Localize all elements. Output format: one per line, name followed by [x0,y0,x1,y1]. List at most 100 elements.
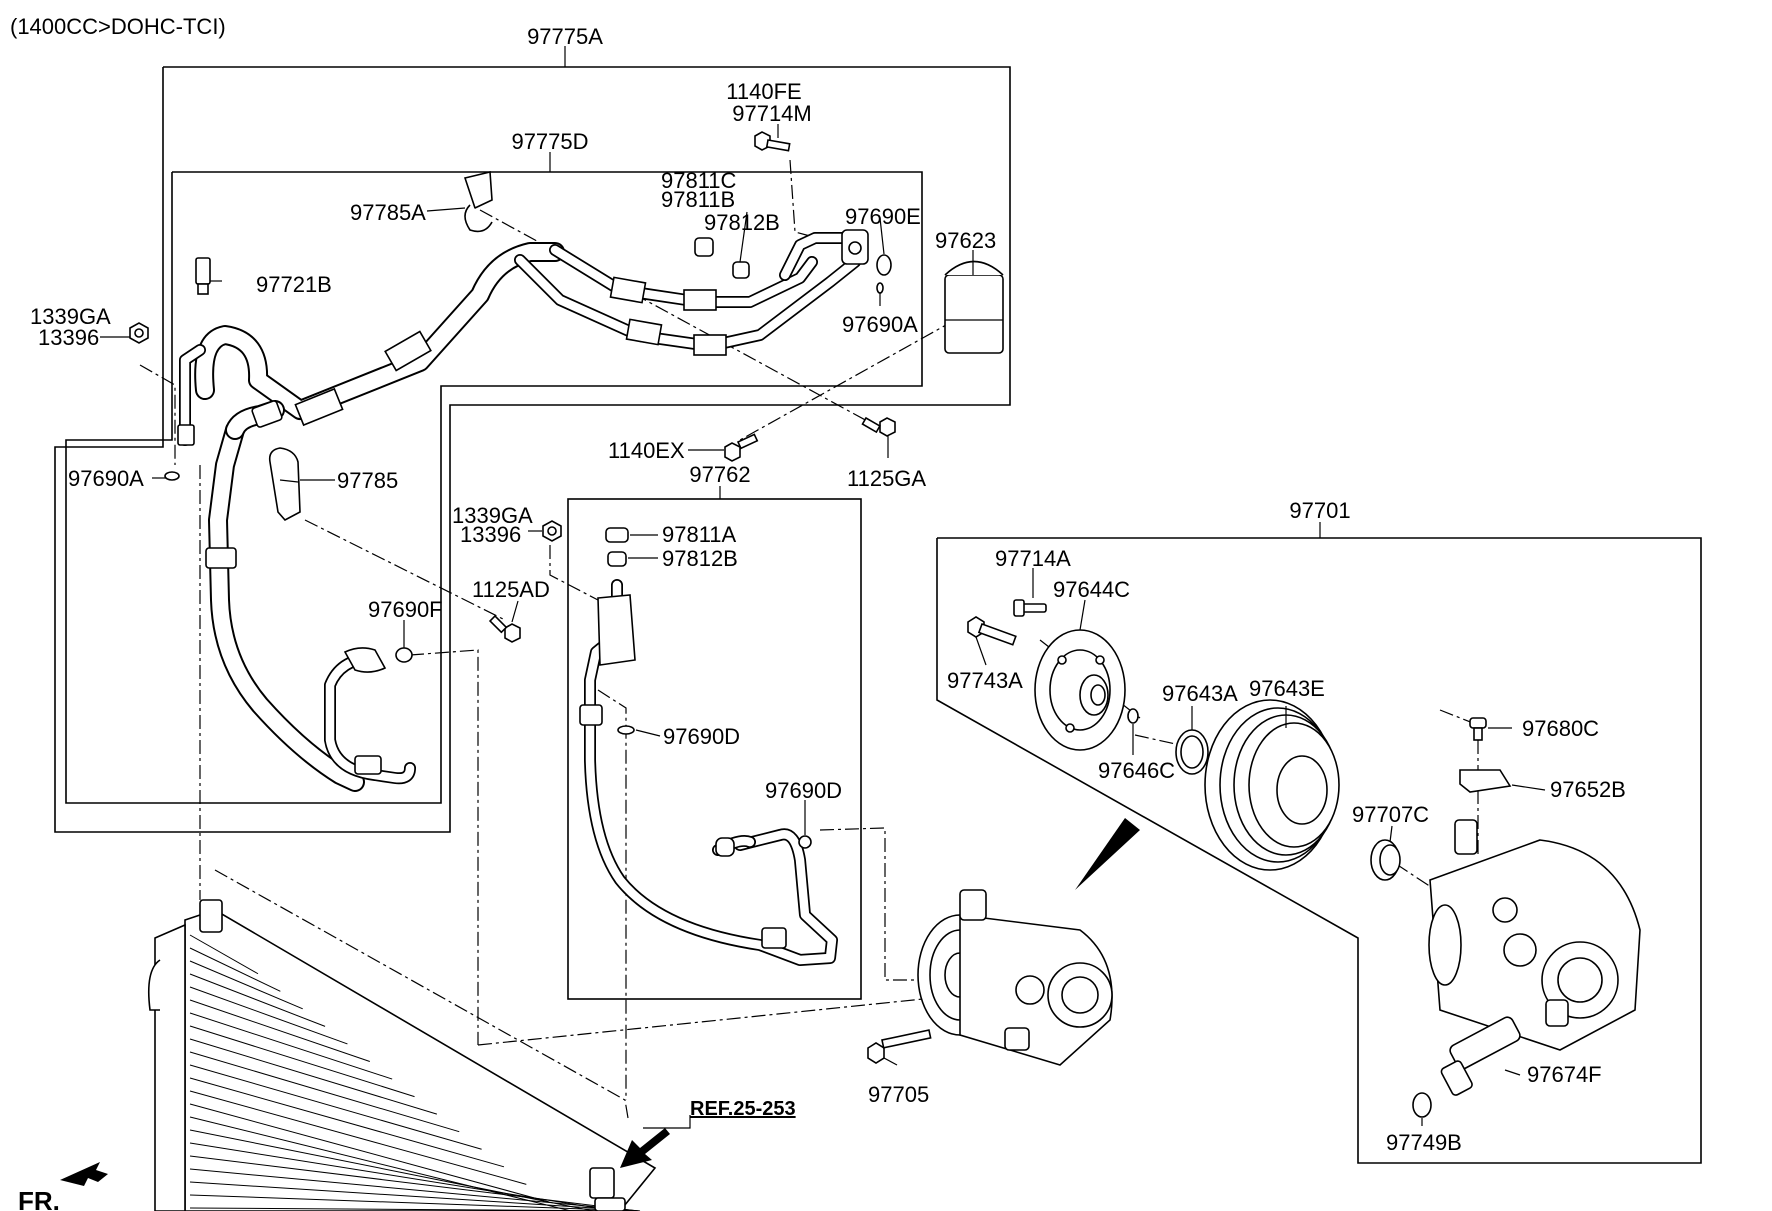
bolt-1140FE [754,131,791,152]
condenser-fin [189,1103,549,1203]
oring-97690E [876,254,892,276]
part-label-97707C[interactable]: 97707C [1352,802,1429,827]
condenser-fin [189,1064,482,1150]
snap-ring-97643A [1175,729,1209,775]
part-label-97714A[interactable]: 97714A [995,546,1071,571]
coil-97707C [1370,839,1401,881]
clutch-hub-97644C [1034,629,1126,751]
condenser-fin [189,1012,393,1080]
condenser-fin [189,1155,639,1211]
expansion-valve-97623 [944,260,1004,354]
engine-note: (1400CC>DOHC-TCI) [10,14,226,39]
part-label-97785A[interactable]: 97785A [350,200,426,225]
condenser-fin [189,934,259,975]
part-label-1125AD[interactable]: 1125AD [472,577,550,602]
group-box-97762: 97762 [567,462,862,1000]
part-label-97811C[interactable]: 97811C [661,168,737,193]
part-label-97811B[interactable]: 97811B [661,187,735,212]
ref-25-253-link[interactable]: REF.25-253 [690,1098,796,1120]
condenser-fin [189,999,370,1062]
part-label-97690F[interactable]: 97690F [368,597,443,622]
condenser-fin [189,947,281,992]
condenser-fin [189,960,303,1010]
condenser-fin [189,1090,527,1185]
condenser-fin [189,1051,460,1133]
part-label-97705[interactable]: 97705 [868,1082,929,1107]
part-label-97652B[interactable]: 97652B [1550,777,1626,802]
part-label-97721B[interactable]: 97721B [256,272,332,297]
part-label-97644C[interactable]: 97644C [1053,577,1130,602]
group-label-97762[interactable]: 97762 [689,462,750,487]
upper-discharge-hose [194,229,869,427]
bolt-1140EX [724,433,759,462]
oring-97749B [1412,1092,1432,1118]
part-label-13396-mid[interactable]: 13396 [460,522,521,547]
part-label-13396-left[interactable]: 13396 [38,325,99,350]
part-label-97690A-top[interactable]: 97690A [842,312,918,337]
oring-97690A-left [164,471,180,481]
part-label-1339GA-left[interactable]: 1339GA [30,304,111,329]
seal-97811C [694,237,714,257]
bolt-1125AD [488,614,521,643]
bracket-97652B [1459,769,1512,793]
compressor-assembled [917,818,1140,1066]
group-box-97775A: 97775A [54,24,1011,833]
group-box-97701: 97701 [936,498,1702,1164]
part-label-97690A-left[interactable]: 97690A [68,466,144,491]
part-label-97714M[interactable]: 97714M [732,101,812,126]
bolt-97743A [967,616,1017,646]
nut-1339GA-left [129,322,149,344]
part-labels: 1140FE 97714M 97811C 97811B 97812B 97690… [30,79,1626,1155]
left-suction-hose [205,400,416,792]
part-label-97811A[interactable]: 97811A [662,522,737,547]
front-marker: FR. [18,1186,60,1211]
shim-97646C [1127,708,1139,724]
part-label-97812B-top[interactable]: 97812B [704,210,780,235]
bolt-1125GA [861,416,896,437]
condenser-fin [189,1025,415,1098]
part-label-1339GA-mid[interactable]: 1339GA [452,503,533,528]
oring-97690D-mid [617,725,635,735]
part-label-97646C[interactable]: 97646C [1098,758,1175,783]
group-label-97701[interactable]: 97701 [1289,498,1350,523]
oring-97690D-low [798,835,812,849]
part-label-97690D-low[interactable]: 97690D [765,778,842,803]
bolt-97714A [1013,599,1047,617]
group-label-97775D[interactable]: 97775D [511,129,588,154]
part-label-97749B[interactable]: 97749B [1386,1130,1462,1155]
part-label-97743A[interactable]: 97743A [947,668,1023,693]
bracket-97785A [463,171,493,233]
liquid-tube-97762 [579,527,838,966]
front-arrow: FR. [18,1162,108,1211]
condenser-fin [189,1194,641,1211]
reference-callout: REF.25-253 [620,1098,796,1168]
part-label-1140FE[interactable]: 1140FE [726,79,801,104]
part-label-97690E[interactable]: 97690E [845,204,921,229]
part-label-97674F[interactable]: 97674F [1527,1062,1602,1087]
part-label-1140EX[interactable]: 1140EX [608,438,685,463]
nut-1339GA-mid [542,520,562,542]
leader-lines [100,124,1546,1126]
condenser [147,899,657,1211]
oring-97690A-top [876,282,884,294]
part-label-97680C[interactable]: 97680C [1522,716,1599,741]
part-label-97812B-mid[interactable]: 97812B [662,546,738,571]
part-label-97643A[interactable]: 97643A [1162,681,1238,706]
seal-97812B-top [732,261,750,279]
part-label-1125GA[interactable]: 1125GA [847,466,926,491]
screw-97680C [1469,717,1487,741]
pulley-97643E [1204,699,1340,871]
part-label-97643E[interactable]: 97643E [1249,676,1325,701]
condenser-fin [189,1181,641,1211]
condenser-fin [189,1168,641,1211]
group-label-97775A[interactable]: 97775A [527,24,603,49]
part-label-97690D-mid[interactable]: 97690D [663,724,740,749]
condenser-fin [189,986,348,1045]
part-label-97785[interactable]: 97785 [337,468,398,493]
condenser-fin [189,1038,438,1115]
pressure-line-tube [177,344,206,446]
condenser-fin [189,1077,505,1168]
part-label-97623[interactable]: 97623 [935,228,996,253]
group-box-97775D: 97775D [65,129,923,804]
